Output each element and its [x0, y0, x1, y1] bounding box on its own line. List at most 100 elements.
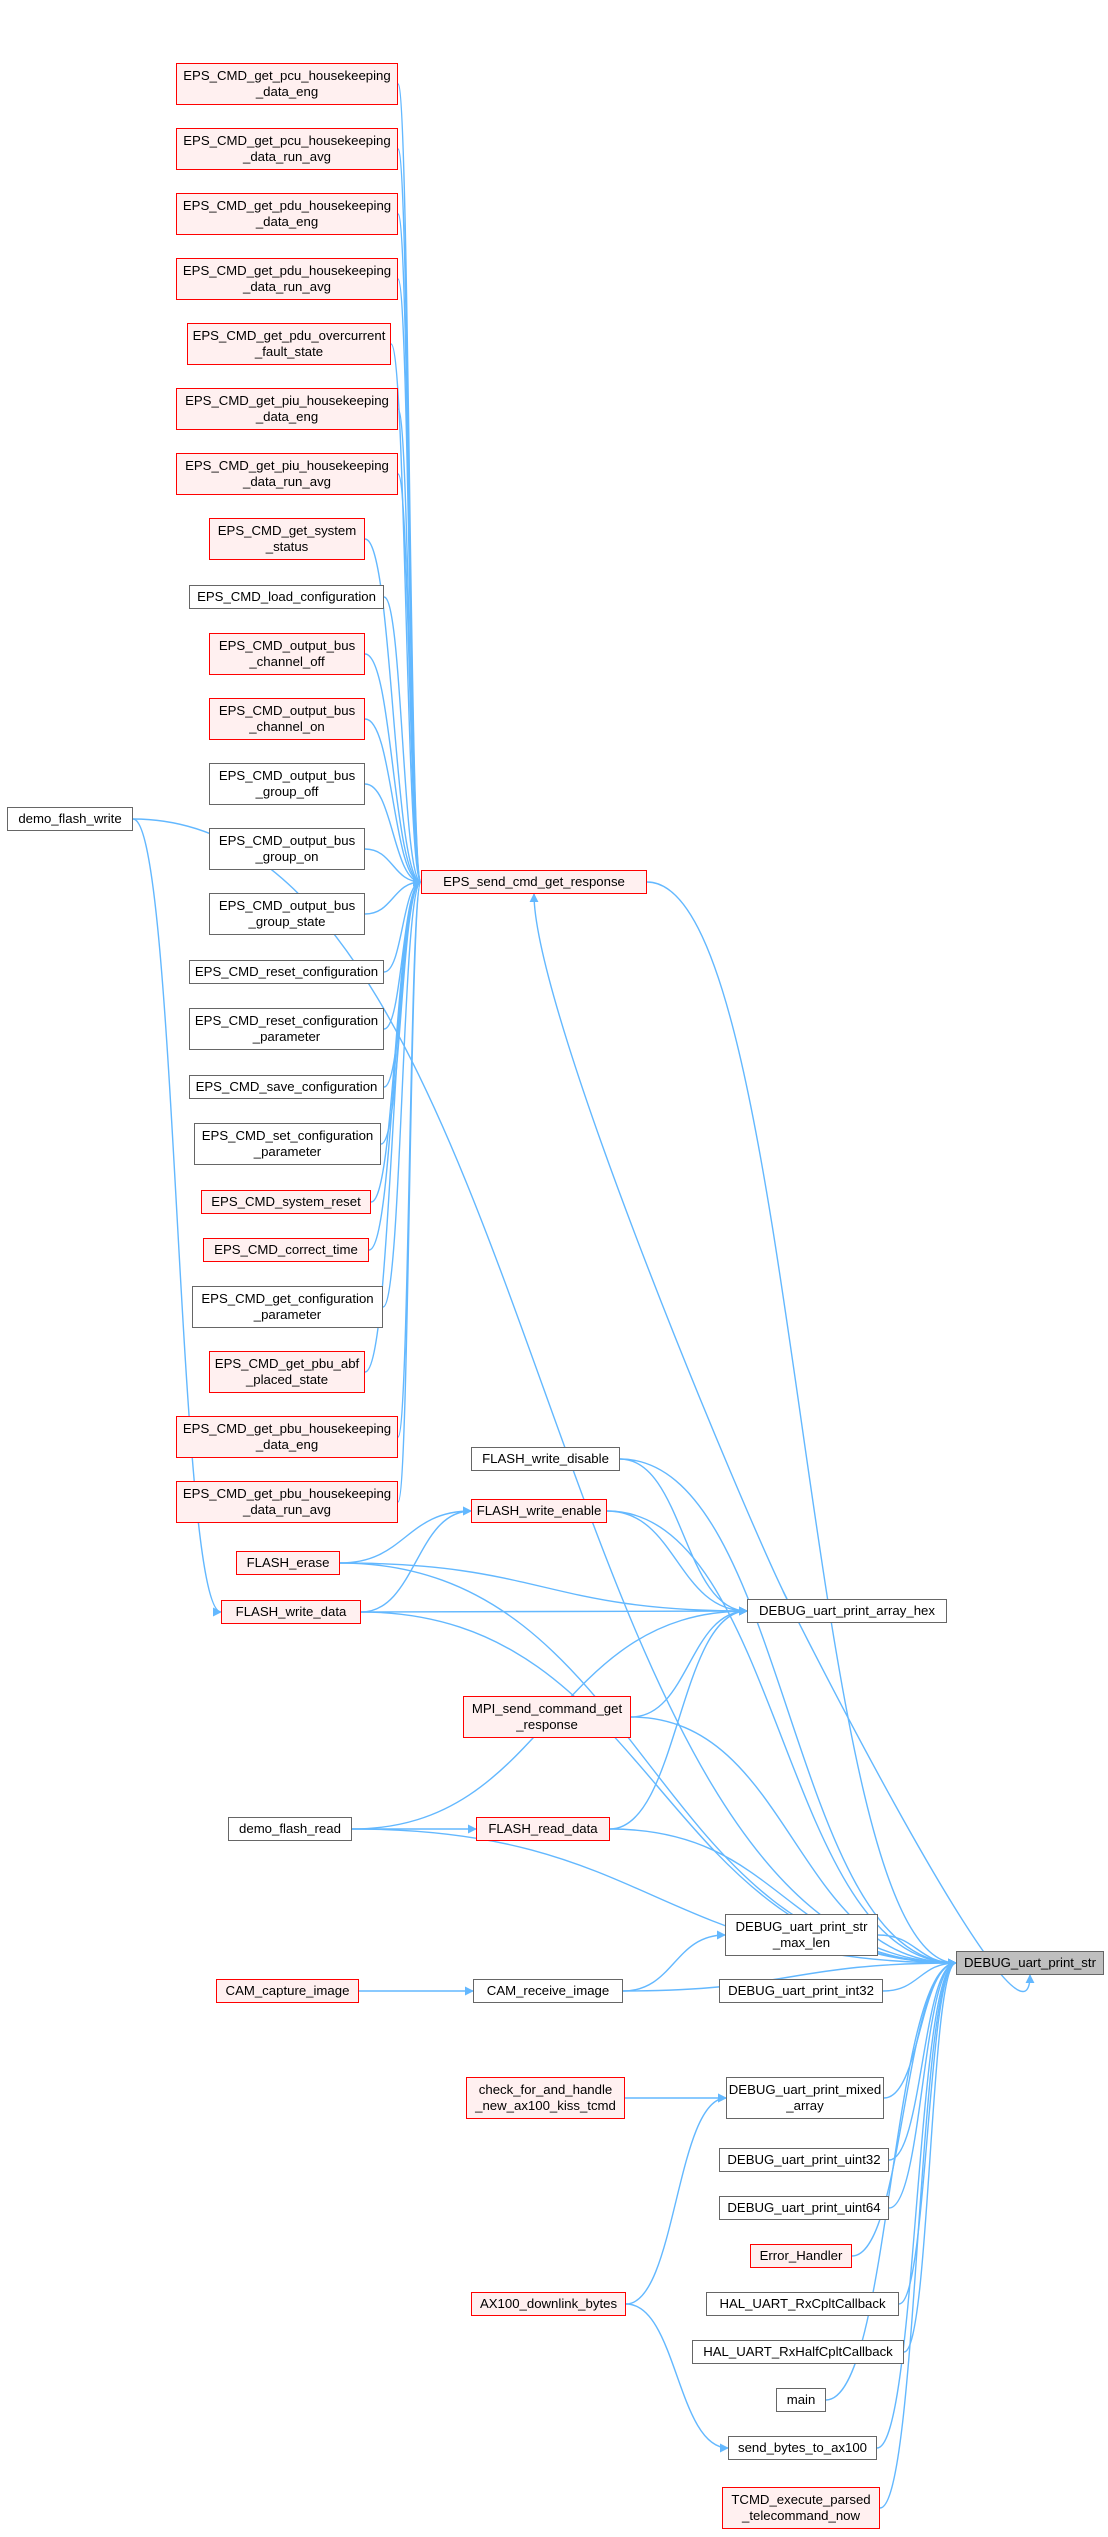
- edge-flash-rdata-to-print-hex: [609, 1606, 748, 1830]
- node-mpi-send[interactable]: MPI_send_command_get_response: [463, 1696, 631, 1738]
- node-save-cfg[interactable]: EPS_CMD_save_configuration: [189, 1075, 384, 1099]
- node-label-line: HAL_UART_RxCpltCallback: [719, 2296, 886, 2311]
- node-get-cfg-param[interactable]: EPS_CMD_get_configuration_parameter: [192, 1286, 383, 1328]
- edge-flash-erase-to-flash-we: [339, 1506, 472, 1564]
- node-flash-we[interactable]: FLASH_write_enable: [471, 1499, 607, 1523]
- edge-eps-send-to-print-str: [646, 881, 957, 1968]
- node-label-line: FLASH_write_disable: [482, 1451, 609, 1466]
- node-pdu-oc[interactable]: EPS_CMD_get_pdu_overcurrent_fault_state: [187, 323, 391, 365]
- node-pdu-avg[interactable]: EPS_CMD_get_pdu_housekeeping_data_run_av…: [176, 258, 398, 300]
- node-label-line: _max_len: [772, 1935, 831, 1950]
- node-cam-receive[interactable]: CAM_receive_image: [473, 1979, 623, 2003]
- node-send-ax100[interactable]: send_bytes_to_ax100: [728, 2436, 877, 2460]
- node-sys-reset[interactable]: EPS_CMD_system_reset: [201, 1190, 371, 1214]
- node-sys-status[interactable]: EPS_CMD_get_system_status: [209, 518, 365, 560]
- node-main[interactable]: main: [776, 2388, 826, 2412]
- edge-flash-erase-to-print-hex: [339, 1562, 748, 1616]
- node-label-line: _data_eng: [255, 409, 319, 424]
- edge-ch-off-to-eps-send: [364, 653, 422, 887]
- node-label-line: _channel_on: [249, 719, 325, 734]
- node-hal-rxhalf[interactable]: HAL_UART_RxHalfCpltCallback: [692, 2340, 904, 2364]
- node-label-line: _group_off: [255, 784, 319, 799]
- edge-hal-rxhalf-to-print-str: [903, 1958, 957, 2353]
- edge-flash-wd-to-print-str: [619, 1458, 957, 1968]
- node-error-handler[interactable]: Error_Handler: [750, 2244, 852, 2268]
- node-label-line: main: [786, 2392, 816, 2407]
- node-label-line: DEBUG_uart_print_mixed: [728, 2082, 882, 2097]
- node-label-line: EPS_CMD_get_pcu_housekeeping: [183, 133, 391, 148]
- edge-load-cfg-to-eps-send: [383, 596, 422, 887]
- node-pbu-eng[interactable]: EPS_CMD_get_pbu_housekeeping_data_eng: [176, 1416, 398, 1458]
- node-label-line: DEBUG_uart_print_array_hex: [759, 1603, 935, 1618]
- node-pbu-avg[interactable]: EPS_CMD_get_pbu_housekeeping_data_run_av…: [176, 1481, 398, 1523]
- node-label-line: _parameter: [253, 1144, 322, 1159]
- node-flash-erase[interactable]: FLASH_erase: [236, 1551, 340, 1575]
- node-print-hex[interactable]: DEBUG_uart_print_array_hex: [747, 1599, 947, 1623]
- node-piu-eng[interactable]: EPS_CMD_get_piu_housekeeping_data_eng: [176, 388, 398, 430]
- node-flash-rdata[interactable]: FLASH_read_data: [476, 1817, 610, 1841]
- node-label-line: FLASH_read_data: [488, 1821, 598, 1836]
- node-grp-off[interactable]: EPS_CMD_output_bus_group_off: [209, 763, 365, 805]
- node-label-line: send_bytes_to_ax100: [737, 2440, 868, 2455]
- edge-tcmd-exec-to-print-str: [879, 1958, 957, 2509]
- node-eps-send[interactable]: EPS_send_cmd_get_response: [421, 870, 647, 894]
- node-pdu-eng[interactable]: EPS_CMD_get_pdu_housekeeping_data_eng: [176, 193, 398, 235]
- edge-flash-we-to-print-str: [606, 1510, 957, 1968]
- node-label-line: demo_flash_write: [18, 811, 122, 826]
- node-label-line: _status: [265, 539, 309, 554]
- node-label-line: DEBUG_uart_print_uint64: [727, 2200, 881, 2215]
- node-reset-cfg[interactable]: EPS_CMD_reset_configuration: [189, 960, 384, 984]
- node-load-cfg[interactable]: EPS_CMD_load_configuration: [189, 585, 384, 609]
- node-print-str[interactable]: DEBUG_uart_print_str: [956, 1951, 1104, 1975]
- node-ch-off[interactable]: EPS_CMD_output_bus_channel_off: [209, 633, 365, 675]
- node-label-line: EPS_CMD_get_pdu_housekeeping: [182, 263, 392, 278]
- node-label-line: EPS_CMD_get_piu_housekeeping: [185, 393, 389, 408]
- node-correct-time[interactable]: EPS_CMD_correct_time: [203, 1238, 369, 1262]
- node-label-line: _telecommand_now: [741, 2508, 861, 2523]
- node-tcmd-exec[interactable]: TCMD_execute_parsed_telecommand_now: [722, 2487, 880, 2529]
- node-ax100-down[interactable]: AX100_downlink_bytes: [471, 2292, 626, 2316]
- edge-pbu-abf-to-eps-send: [364, 877, 422, 1373]
- node-label-line: _data_run_avg: [243, 279, 331, 294]
- node-label-line: EPS_CMD_get_pbu_housekeeping: [182, 1486, 392, 1501]
- edge-demo-write-to-print-str: [132, 818, 957, 1968]
- node-label-line: _data_eng: [255, 1437, 319, 1452]
- node-ch-on[interactable]: EPS_CMD_output_bus_channel_on: [209, 698, 365, 740]
- edge-print-uint64-to-print-str: [888, 1958, 957, 2209]
- node-label-line: _parameter: [252, 1029, 321, 1044]
- node-print-mixed[interactable]: DEBUG_uart_print_mixed_array: [726, 2077, 884, 2119]
- node-grp-state[interactable]: EPS_CMD_output_bus_group_state: [209, 893, 365, 935]
- edge-pbu-avg-to-eps-send: [397, 877, 422, 1503]
- node-reset-cfg-param[interactable]: EPS_CMD_reset_configuration_parameter: [189, 1008, 384, 1050]
- node-print-uint32[interactable]: DEBUG_uart_print_uint32: [719, 2148, 889, 2172]
- node-label-line: CAM_receive_image: [486, 1983, 610, 1998]
- node-piu-avg[interactable]: EPS_CMD_get_piu_housekeeping_data_run_av…: [176, 453, 398, 495]
- node-print-str-max[interactable]: DEBUG_uart_print_str_max_len: [725, 1914, 878, 1956]
- node-label-line: EPS_CMD_system_reset: [211, 1194, 361, 1209]
- node-label-line: EPS_CMD_output_bus: [218, 898, 356, 913]
- node-hal-rx[interactable]: HAL_UART_RxCpltCallback: [706, 2292, 899, 2316]
- node-flash-wd[interactable]: FLASH_write_disable: [471, 1447, 620, 1471]
- node-label-line: _group_state: [248, 914, 326, 929]
- node-label-line: EPS_CMD_get_pbu_housekeeping: [182, 1421, 392, 1436]
- edge-ax100-down-to-print-mixed: [625, 2093, 727, 2305]
- node-demo-write[interactable]: demo_flash_write: [7, 807, 133, 831]
- node-label-line: CAM_capture_image: [225, 1983, 350, 1998]
- node-flash-wdata[interactable]: FLASH_write_data: [221, 1600, 361, 1624]
- edge-flash-rdata-to-print-str: [609, 1828, 957, 1968]
- node-check-ax100[interactable]: check_for_and_handle_new_ax100_kiss_tcmd: [466, 2077, 625, 2119]
- node-label-line: _fault_state: [254, 344, 324, 359]
- node-cam-capture[interactable]: CAM_capture_image: [216, 1979, 359, 2003]
- node-pcu-eng[interactable]: EPS_CMD_get_pcu_housekeeping_data_eng: [176, 63, 398, 105]
- node-demo-read[interactable]: demo_flash_read: [228, 1817, 352, 1841]
- node-print-int32[interactable]: DEBUG_uart_print_int32: [719, 1979, 883, 2003]
- node-pbu-abf[interactable]: EPS_CMD_get_pbu_abf_placed_state: [209, 1351, 365, 1393]
- node-grp-on[interactable]: EPS_CMD_output_bus_group_on: [209, 828, 365, 870]
- node-set-cfg-param[interactable]: EPS_CMD_set_configuration_parameter: [194, 1123, 381, 1165]
- node-print-uint64[interactable]: DEBUG_uart_print_uint64: [719, 2196, 889, 2220]
- edge-mpi-send-to-print-str: [630, 1716, 957, 1968]
- node-label-line: _data_run_avg: [243, 1502, 331, 1517]
- node-pcu-avg[interactable]: EPS_CMD_get_pcu_housekeeping_data_run_av…: [176, 128, 398, 170]
- node-label-line: DEBUG_uart_print_str: [735, 1919, 868, 1934]
